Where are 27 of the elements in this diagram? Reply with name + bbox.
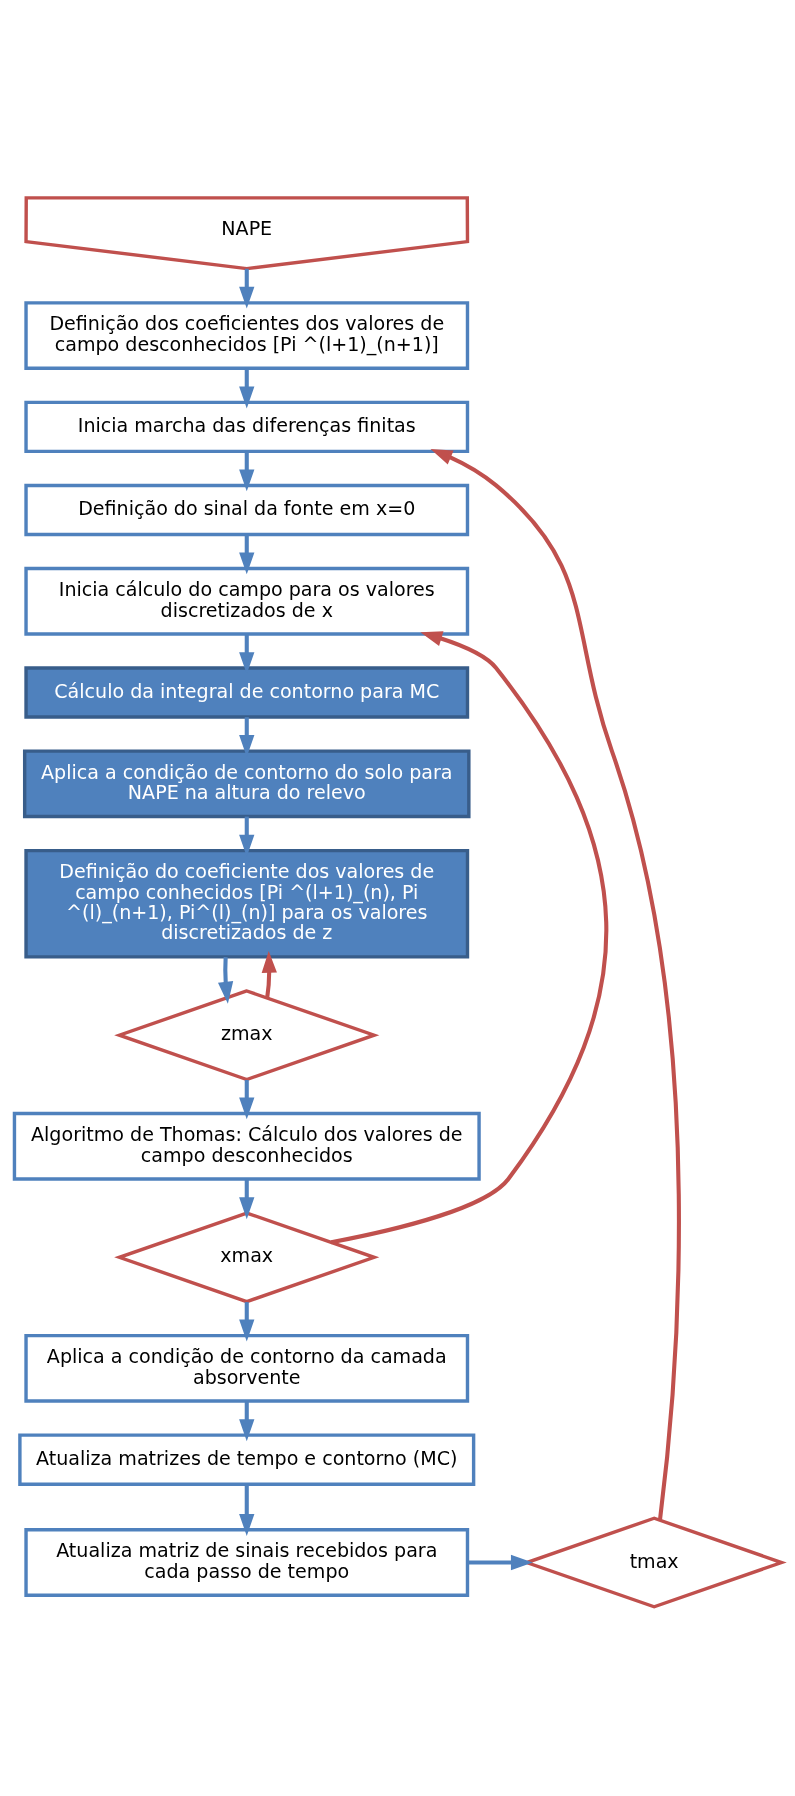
arrow bbox=[238, 1079, 254, 1119]
arrow bbox=[238, 534, 254, 574]
node-box: Definição dos coeficientes dos valores de campo desconhecidos [Pi ^(l+1)_(n+1)] bbox=[23, 300, 469, 370]
node-box: Aplica a condição de contorno do solo para NAPE na altura do relevo bbox=[22, 748, 471, 818]
node-box: Definição do sinal da fonte em x=0 bbox=[23, 483, 469, 536]
arrow bbox=[217, 956, 233, 1004]
node-box: Cálculo da integral de contorno para MC bbox=[23, 665, 469, 719]
node-box: Algoritmo de Thomas: Cálculo dos valores de campo desconhecidos bbox=[12, 1111, 481, 1181]
node-box: Inicia cálculo do campo para os valores discretizados de x bbox=[23, 566, 469, 636]
arrow bbox=[238, 1400, 254, 1441]
arrow bbox=[238, 367, 254, 408]
arrow bbox=[238, 451, 254, 491]
arrow bbox=[238, 1301, 254, 1341]
node-box: Atualiza matrizes de tempo e contorno (MC) bbox=[17, 1432, 475, 1486]
node-diamond: xmax bbox=[113, 1210, 379, 1303]
arrow bbox=[429, 448, 681, 1520]
node-box: Definição do coeficiente dos valores de campo conhecidos [Pi ^(l+1)_(n), Pi ^(l)_(n+1), Pi^(l)_(n)] para os valores discretizados de z bbox=[23, 848, 469, 959]
arrow bbox=[261, 950, 277, 998]
node-box: Inicia marcha das diferenças finitas bbox=[23, 400, 469, 453]
arrow bbox=[238, 268, 254, 309]
node-box: Atualiza matriz de sinais recebidos para cada passo de tempo bbox=[23, 1527, 469, 1597]
node-diamond: zmax bbox=[113, 988, 379, 1081]
node-box: Aplica a condição de contorno da camada absorvente bbox=[23, 1333, 469, 1403]
arrow bbox=[238, 1483, 254, 1536]
arrow bbox=[330, 630, 608, 1244]
arrow bbox=[467, 1554, 533, 1570]
arrow bbox=[238, 1179, 254, 1219]
